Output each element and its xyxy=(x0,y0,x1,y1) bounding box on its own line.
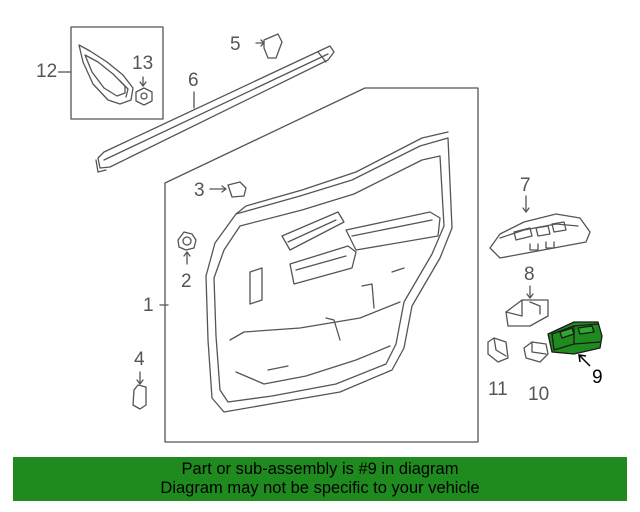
callout-3: 3 xyxy=(194,180,205,201)
inset-box xyxy=(70,26,164,120)
banner-line-1: Part or sub-assembly is #9 in diagram xyxy=(181,460,459,478)
part-9-switch-highlighted xyxy=(547,321,603,355)
callout-13: 13 xyxy=(132,53,154,74)
part-11-switch xyxy=(487,337,509,363)
part-5-clip xyxy=(263,33,283,59)
callout-2: 2 xyxy=(181,271,192,292)
info-banner: Part or sub-assembly is #9 in diagram Di… xyxy=(13,457,627,501)
callout-1: 1 xyxy=(143,295,154,316)
part-13-clip xyxy=(135,87,153,106)
callout-8: 8 xyxy=(524,264,535,285)
part-6-moulding xyxy=(97,45,335,169)
door-panel-backplate xyxy=(164,87,479,443)
callout-12: 12 xyxy=(36,61,58,82)
callout-10: 10 xyxy=(528,384,550,405)
callout-11: 11 xyxy=(488,379,508,400)
part-12-corner-trim xyxy=(78,44,134,105)
callout-9: 9 xyxy=(592,367,603,388)
part-4-clip xyxy=(132,384,147,410)
part-1-door-trim xyxy=(205,137,453,413)
part-3-clip xyxy=(227,181,247,198)
callout-12-leader xyxy=(58,71,71,73)
callout-6: 6 xyxy=(188,70,199,91)
parts-diagram xyxy=(70,26,603,443)
part-7-switch-bezel xyxy=(489,213,591,259)
banner-line-2: Diagram may not be specific to your vehi… xyxy=(160,479,480,497)
callout-7: 7 xyxy=(520,175,531,196)
callout-4: 4 xyxy=(134,349,145,370)
callout-5: 5 xyxy=(230,34,241,55)
part-2-grommet xyxy=(177,231,197,251)
